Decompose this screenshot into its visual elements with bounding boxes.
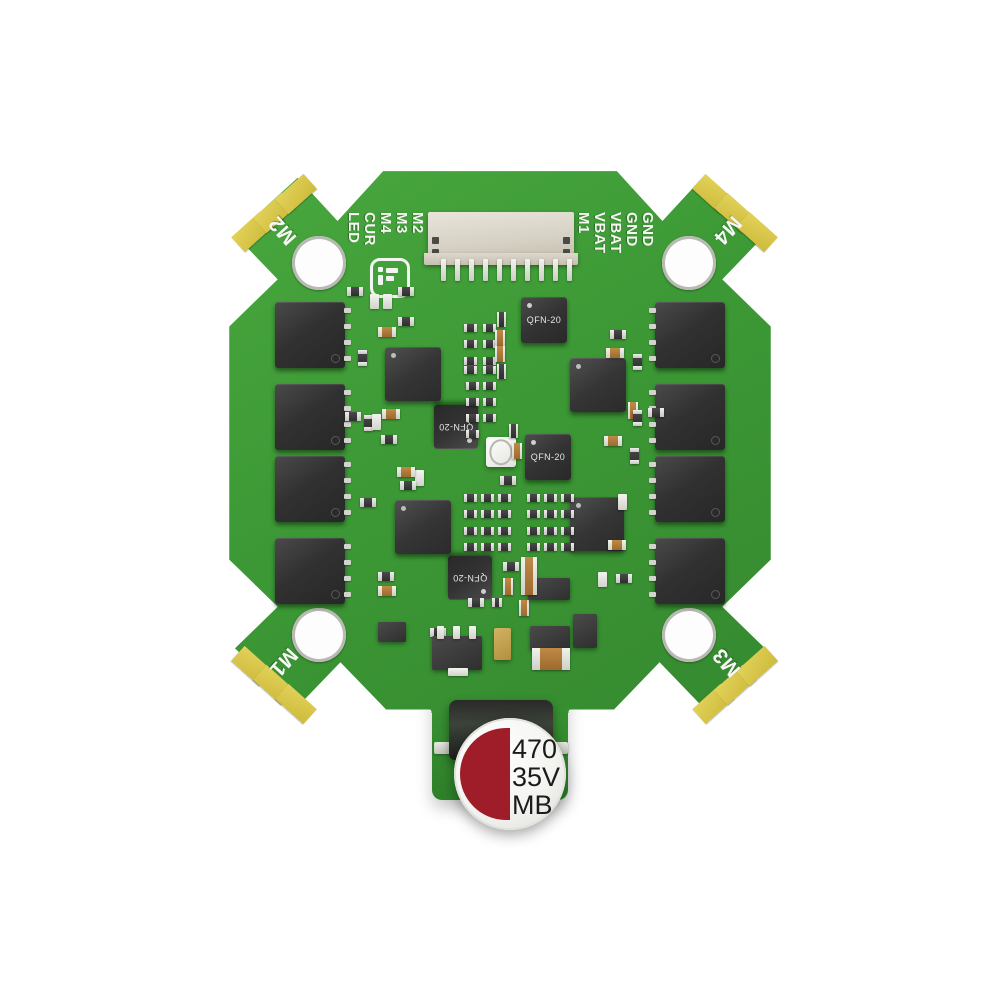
- mosfet-right-2: [655, 384, 725, 450]
- mosfet-left-4: [275, 538, 345, 604]
- sot-lead-bottom: [448, 668, 468, 676]
- mounting-hole-top-right: [662, 236, 716, 290]
- capacitor-capacitance: 470: [512, 734, 558, 764]
- silk-label-m1-pad: M1: [575, 212, 592, 234]
- bulk-cap-bottom: [532, 648, 570, 670]
- sot-lead-3: [469, 626, 476, 639]
- mounting-hole-top-left: [292, 236, 346, 290]
- qfn-chip-top-right: QFN-20: [521, 297, 567, 343]
- qfn-label-3: QFN-20: [530, 452, 566, 462]
- silk-label-led: LED: [345, 212, 362, 244]
- diode-right: [528, 578, 570, 600]
- mcu-chip-left-lower: [395, 500, 451, 554]
- diode-center: [530, 626, 570, 650]
- sot-lead-1: [437, 626, 444, 639]
- qfn-label-4: QFN-20: [452, 573, 488, 583]
- silk-label-gnd-2: GND: [639, 212, 656, 247]
- mosfet-right-3: [655, 456, 725, 522]
- mosfet-left-3: [275, 456, 345, 522]
- silk-label-cur: CUR: [361, 212, 378, 246]
- tantalum-cap: [494, 628, 511, 660]
- mounting-hole-bottom-right: [662, 608, 716, 662]
- silk-label-m3-pad: M3: [393, 212, 410, 234]
- mosfet-right-1: [655, 302, 725, 368]
- mcu-chip-right: [570, 358, 626, 412]
- mounting-hole-bottom-left: [292, 608, 346, 662]
- qfn-chip-bottom: QFN-20: [448, 556, 492, 600]
- jst-connector-body: [428, 212, 574, 260]
- silk-label-vbat-2: VBAT: [607, 212, 624, 254]
- mosfet-left-2: [275, 384, 345, 450]
- capacitor-voltage: 35V: [512, 762, 561, 792]
- silk-label-gnd-1: GND: [623, 212, 640, 247]
- bulk-cap-mid: [521, 557, 538, 595]
- silk-label-m2-pad: M2: [409, 212, 426, 234]
- capacitor-polarity-band: [460, 728, 510, 820]
- capacitor-series: MB: [512, 790, 553, 820]
- qfn-label-1: QFN-20: [526, 315, 562, 325]
- sot23-center: [432, 636, 482, 670]
- silk-label-m4-pad: M4: [377, 212, 394, 234]
- qfn-chip-center-left: QFN-20: [434, 405, 478, 449]
- mcu-chip-left: [385, 347, 441, 401]
- soic8-right: [573, 614, 597, 648]
- mosfet-right-4: [655, 538, 725, 604]
- sot23-left: [378, 622, 406, 642]
- electrolytic-capacitor: 470 35V MB: [454, 718, 566, 830]
- power-inductor: [486, 437, 516, 467]
- silk-label-vbat-1: VBAT: [591, 212, 608, 254]
- qfn-chip-center-right: QFN-20: [525, 434, 571, 480]
- sot-lead-2: [453, 626, 460, 639]
- mosfet-left-1: [275, 302, 345, 368]
